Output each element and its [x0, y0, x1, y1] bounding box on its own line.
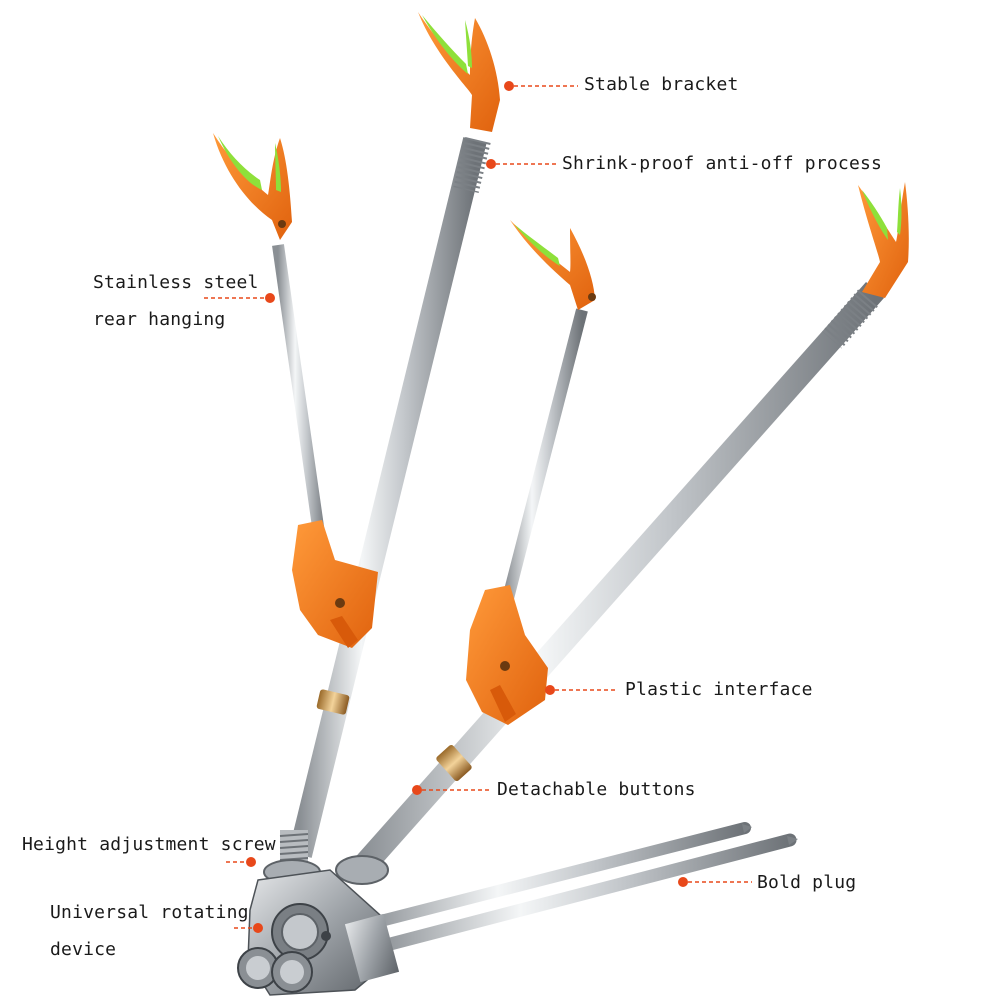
label-stable-bracket: Stable bracket — [584, 74, 739, 95]
leader-bold-plug — [678, 877, 752, 887]
bracket-middle — [510, 220, 596, 310]
leader-stable-bracket — [504, 81, 578, 91]
label-universal-rotating-line1: Universal rotating — [50, 902, 249, 923]
label-shrink-proof: Shrink-proof anti-off process — [562, 153, 883, 174]
main-rod-tall — [288, 136, 491, 858]
leader-plastic-interface — [545, 685, 618, 695]
bold-plug-spikes — [359, 822, 798, 955]
universal-rotating-device — [237, 869, 400, 996]
label-detachable-buttons: Detachable buttons — [497, 779, 696, 800]
label-stainless-steel-line2: rear hanging — [93, 309, 226, 330]
leader-stainless-steel — [204, 293, 275, 303]
bracket-right — [858, 182, 909, 298]
bracket-left — [213, 133, 292, 240]
leader-shrink-proof — [486, 159, 556, 169]
plastic-interface-right — [466, 585, 548, 725]
leader-height-screw — [226, 857, 256, 867]
label-stainless-steel-line1: Stainless steel — [93, 272, 259, 293]
label-universal-rotating-line2: device — [50, 939, 117, 960]
label-plastic-interface: Plastic interface — [625, 679, 813, 700]
label-height-screw: Height adjustment screw — [22, 834, 276, 855]
leader-detachable-buttons — [412, 785, 490, 795]
plastic-interface-left — [292, 520, 378, 648]
bracket-top — [418, 12, 500, 132]
right-rod-long — [351, 282, 884, 878]
leader-universal-rotating — [234, 923, 263, 933]
label-bold-plug: Bold plug — [757, 872, 857, 893]
middle-rod-short — [499, 308, 588, 612]
